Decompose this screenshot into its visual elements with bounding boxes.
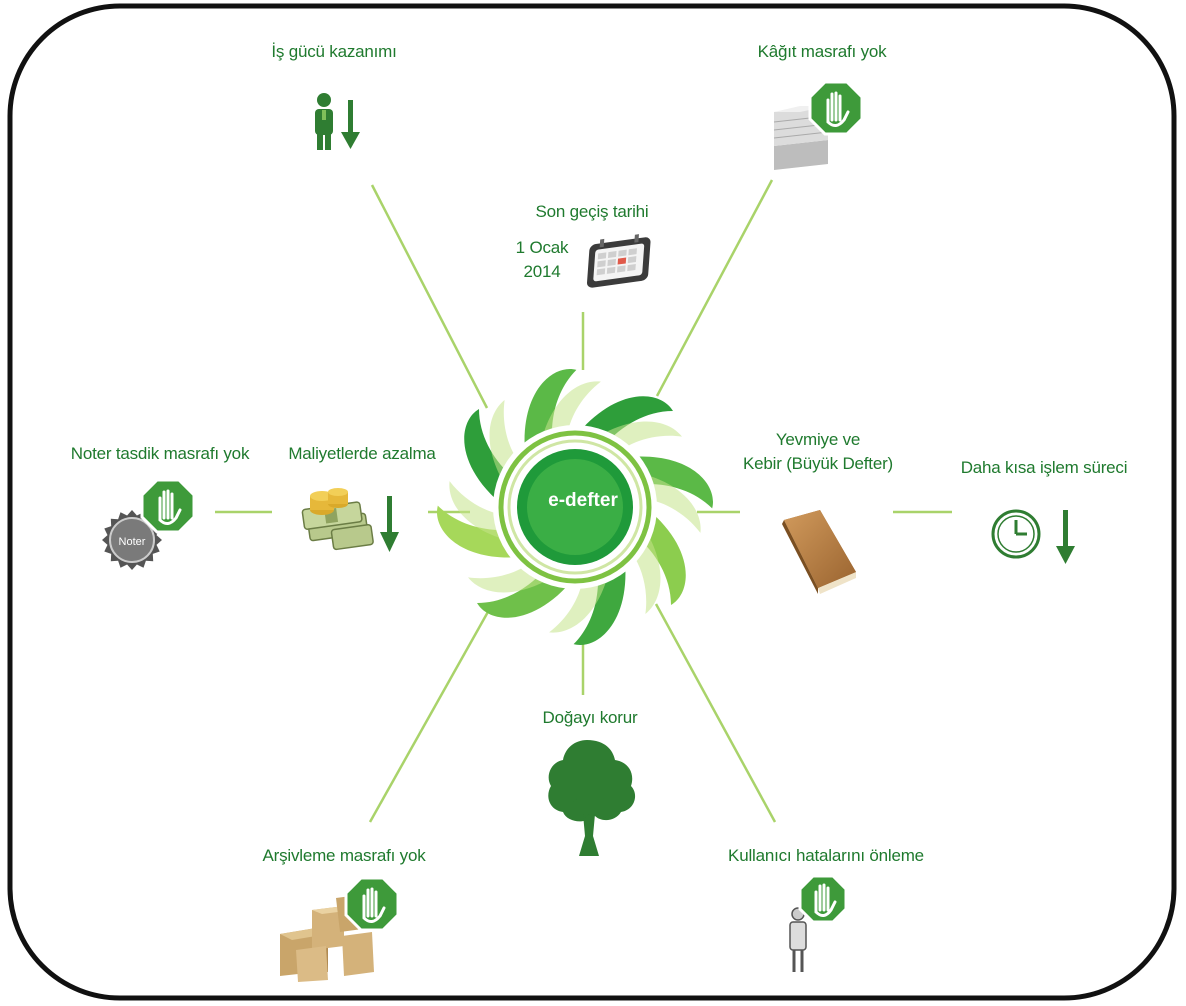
label-dahakisa: Daha kısa işlem süreci — [960, 458, 1128, 477]
paper-stop-hand-icon — [773, 80, 864, 170]
label-maliyet: Maliyetlerde azalma — [288, 444, 436, 463]
label-kullanici: Kullanıcı hatalarını önleme — [728, 846, 924, 865]
calendar-icon — [587, 234, 651, 288]
worker-down-arrow-icon — [315, 93, 360, 150]
leaf-petal-highlight — [541, 381, 601, 442]
person-stop-hand-icon — [789, 874, 848, 972]
label-son-gecis-date: 1 Ocak 2014 — [515, 238, 569, 281]
seal-text: Noter — [119, 536, 146, 548]
connector-isgucu — [370, 184, 489, 409]
e-defter-emblem — [436, 368, 714, 646]
connector-kagit — [655, 179, 774, 397]
book-icon — [782, 510, 856, 594]
money-down-arrow-icon — [301, 488, 399, 552]
connector-arsivleme — [368, 609, 491, 823]
label-arsivleme: Arşivleme masrafı yok — [262, 846, 426, 865]
label-son-gecis: Son geçiş tarihi — [535, 202, 649, 221]
leaf-petal-highlight — [640, 473, 701, 533]
label-yevmiye: Yevmiye ve Kebir (Büyük Defter) — [743, 430, 893, 473]
connector-lines — [215, 179, 952, 823]
clock-down-arrow-icon — [991, 509, 1075, 564]
label-noter: Noter tasdik masrafı yok — [70, 444, 250, 463]
noter-seal-stop-hand-icon: Noter — [102, 478, 196, 570]
connector-kullanici — [654, 603, 777, 823]
boxes-stop-hand-icon — [280, 876, 400, 982]
tree-icon — [548, 740, 636, 856]
label-isgucu: İş gücü kazanımı — [271, 42, 397, 61]
leaf-petal-highlight — [449, 481, 510, 541]
center-label: e-defter — [548, 490, 618, 511]
label-dogayi: Doğayı korur — [542, 708, 638, 727]
label-kagit: Kâğıt masrafı yok — [757, 42, 887, 61]
leaf-petal-highlight — [549, 572, 609, 633]
